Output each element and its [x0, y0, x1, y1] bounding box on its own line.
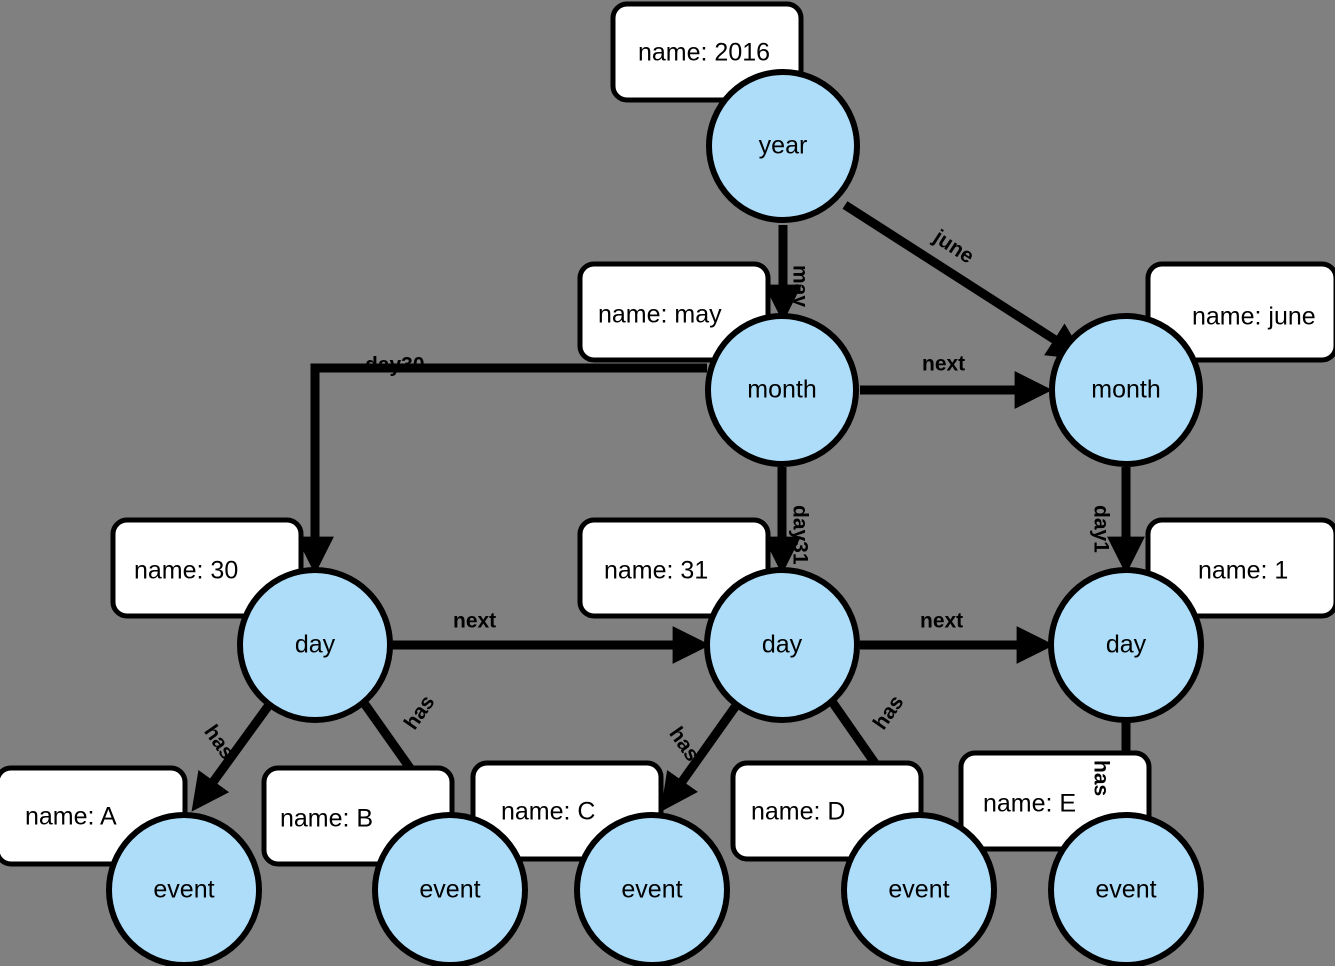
- edge-e-june: [842, 201, 1087, 360]
- node-eventD[interactable]: event: [841, 812, 997, 966]
- node-monthMay[interactable]: month: [705, 313, 859, 467]
- node-label-day1: day: [1106, 631, 1147, 659]
- edge-label-e-next-month: next: [922, 353, 965, 376]
- node-label-year2016: year: [759, 132, 808, 160]
- node-circle-year2016[interactable]: [706, 69, 860, 223]
- node-label-monthMay: month: [747, 376, 816, 404]
- edge-label-e-day1: day1: [1089, 505, 1112, 553]
- node-circle-eventE[interactable]: [1048, 812, 1204, 966]
- property-boxes-layer: name: 2016 name: may name: june name: 30 nam…: [0, 1, 1335, 867]
- property-box-monthJune: [1145, 261, 1335, 363]
- node-eventE[interactable]: event: [1048, 812, 1204, 966]
- node-label-eventE: event: [1095, 876, 1156, 904]
- node-circle-monthMay[interactable]: [705, 313, 859, 467]
- node-day31[interactable]: day: [704, 567, 860, 723]
- node-eventA[interactable]: event: [106, 812, 262, 966]
- node-label-day31: day: [762, 631, 803, 659]
- property-label-eventC: name: C: [501, 798, 595, 826]
- edge-label-e-day31: day31: [788, 505, 811, 565]
- node-circle-eventB[interactable]: [372, 812, 528, 966]
- edge-e-has-c: [660, 704, 739, 812]
- node-circle-eventA[interactable]: [106, 812, 262, 966]
- property-label-day31: name: 31: [604, 557, 708, 585]
- edge-e-day30: [296, 363, 707, 575]
- property-label-eventA: name: A: [25, 803, 117, 831]
- node-label-day30: day: [295, 631, 336, 659]
- edge-e-has-a: [191, 702, 273, 812]
- edge-label-e-next-day-b: next: [920, 610, 963, 633]
- edge-label-e-has-d: has: [869, 691, 909, 734]
- property-label-day30: name: 30: [134, 557, 238, 585]
- nodes-layer: year month month day day day event event event ev…: [106, 69, 1204, 966]
- node-label-eventC: event: [621, 876, 682, 904]
- node-circle-day1[interactable]: [1048, 567, 1204, 723]
- node-label-eventD: event: [888, 876, 949, 904]
- property-label-monthJune: name: june: [1192, 303, 1316, 331]
- node-year2016[interactable]: year: [706, 69, 860, 223]
- property-box-day30: [110, 517, 304, 619]
- edge-label-e-has-b: has: [400, 691, 440, 734]
- node-day30[interactable]: day: [237, 567, 393, 723]
- edge-label-e-next-day-a: next: [453, 610, 496, 633]
- node-circle-monthJune[interactable]: [1049, 313, 1203, 467]
- node-circle-eventD[interactable]: [841, 812, 997, 966]
- edge-label-e-day30: day30: [365, 354, 425, 377]
- node-day1[interactable]: day: [1048, 567, 1204, 723]
- property-label-monthMay: name: may: [598, 301, 722, 329]
- node-circle-eventC[interactable]: [574, 812, 730, 966]
- property-label-eventD: name: D: [751, 798, 845, 826]
- node-eventC[interactable]: event: [574, 812, 730, 966]
- node-eventB[interactable]: event: [372, 812, 528, 966]
- node-label-eventB: event: [419, 876, 480, 904]
- property-label-year2016: name: 2016: [638, 39, 770, 67]
- node-circle-day30[interactable]: [237, 567, 393, 723]
- property-label-day1: name: 1: [1198, 557, 1288, 585]
- property-box-day1: [1145, 517, 1335, 619]
- node-circle-day31[interactable]: [704, 567, 860, 723]
- node-monthJune[interactable]: month: [1049, 313, 1203, 467]
- property-box-monthMay: [577, 261, 771, 363]
- property-box-day31: [577, 517, 771, 619]
- node-label-eventA: event: [153, 876, 214, 904]
- node-label-monthJune: month: [1091, 376, 1160, 404]
- property-label-eventE: name: E: [983, 790, 1076, 818]
- edge-label-e-may: may: [788, 265, 811, 307]
- property-label-eventB: name: B: [280, 805, 373, 833]
- edge-label-e-has-e: has: [1089, 760, 1112, 796]
